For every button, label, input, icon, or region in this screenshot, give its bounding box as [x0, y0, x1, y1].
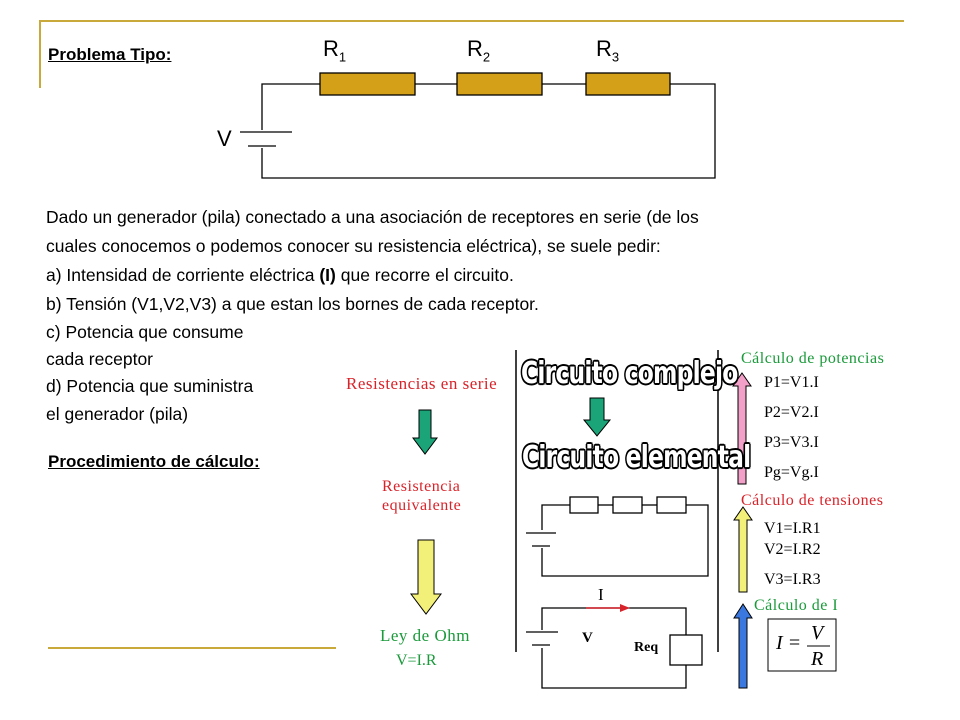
- formula-i-num: V: [811, 622, 824, 644]
- para-line-8: el generador (pila): [46, 404, 189, 424]
- formula-box: [767, 618, 837, 672]
- equivalent-circuit: [526, 607, 703, 689]
- top-rule: [40, 20, 904, 22]
- teal-arrow-2: [582, 397, 612, 437]
- resistor-r3: [585, 72, 671, 96]
- potencia-1: P1=V1.I: [764, 374, 819, 391]
- para-line-3: a) Intensidad de corriente eléctrica (I)…: [46, 265, 514, 285]
- circuito-elemental-heading: Circuito elemental: [522, 440, 751, 475]
- formula-i-lhs: I =: [776, 632, 802, 654]
- voltage-label: V: [582, 630, 593, 646]
- r3-label: R3: [596, 36, 619, 64]
- r2-label: R2: [467, 36, 490, 64]
- req-label: Req: [634, 640, 659, 655]
- current-label: I: [598, 585, 604, 604]
- calc-tensiones-heading: Cálculo de tensiones: [741, 492, 884, 509]
- para-line-4: b) Tensión (V1,V2,V3) a que estan los bo…: [46, 294, 539, 314]
- formula-i-den: R: [811, 648, 824, 670]
- tension-3: V3=I.R3: [764, 571, 821, 588]
- r3-letter: R: [596, 36, 612, 61]
- pink-up-arrow: [732, 372, 752, 485]
- bottom-rule: [48, 647, 336, 649]
- yellow-down-arrow: [410, 539, 442, 615]
- r1-sub: 1: [338, 49, 347, 65]
- resistencia-equivalente-label-2: equivalente: [382, 497, 462, 514]
- elemental-circuit: [526, 496, 709, 577]
- r3-sub: 3: [611, 49, 620, 65]
- resistor-r2: [456, 72, 543, 96]
- para-bold-i: (I): [319, 265, 336, 285]
- yellow-up-arrow: [733, 506, 753, 593]
- page-title: Problema Tipo:: [48, 45, 172, 64]
- r1-label: R1: [323, 36, 346, 64]
- calc-potencias-heading: Cálculo de potencias: [741, 350, 885, 367]
- potencia-g: Pg=Vg.I: [764, 464, 819, 481]
- para-line-5: c) Potencia que consume: [46, 322, 244, 342]
- ley-ohm-label: Ley de Ohm: [380, 626, 470, 645]
- r1-letter: R: [323, 36, 339, 61]
- para-line-3-post: que recorre el circuito.: [335, 265, 514, 285]
- resistor-r1: [319, 72, 416, 96]
- v-label: V: [217, 126, 232, 151]
- r2-letter: R: [467, 36, 483, 61]
- para-line-3-pre: a) Intensidad de corriente eléctrica: [46, 265, 320, 285]
- circuito-complejo-heading: Circuito complejo: [521, 356, 738, 391]
- current-arrow: [586, 604, 630, 612]
- para-line-1: Dado un generador (pila) conectado a una…: [46, 207, 699, 227]
- tension-2: V2=I.R2: [764, 541, 821, 558]
- teal-arrow-1: [412, 409, 438, 455]
- para-line-2: cuales conocemos o podemos conocer su re…: [46, 236, 661, 256]
- calc-i-heading: Cálculo de I: [754, 597, 839, 614]
- para-line-6: cada receptor: [46, 349, 154, 369]
- potencia-2: P2=V2.I: [764, 404, 819, 421]
- para-line-7: d) Potencia que suministra: [46, 376, 254, 396]
- r2-sub: 2: [482, 49, 491, 65]
- tension-1: V1=I.R1: [764, 520, 821, 537]
- resistencias-serie-label: Resistencias en serie: [346, 374, 498, 393]
- top-circuit-wires: [240, 83, 716, 179]
- left-rule: [39, 20, 41, 88]
- resistencia-equivalente-label-1: Resistencia: [382, 478, 461, 495]
- blue-up-arrow: [733, 603, 753, 689]
- potencia-3: P3=V3.I: [764, 434, 819, 451]
- ley-ohm-formula: V=I.R: [396, 652, 437, 669]
- procedure-title: Procedimiento de cálculo:: [48, 452, 260, 471]
